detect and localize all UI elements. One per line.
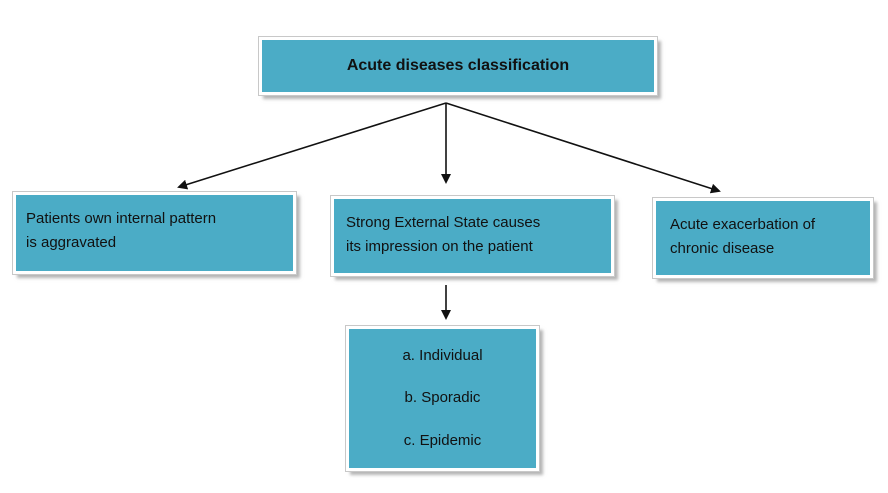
internal-pattern-line-1: Patients own internal pattern bbox=[26, 210, 217, 227]
chronic-exacerbation-box: Acute exacerbation of chronic disease bbox=[652, 197, 874, 279]
subtype-epidemic: c. Epidemic bbox=[403, 431, 482, 449]
arrow-to-left-box bbox=[177, 102, 447, 190]
external-state-line-2: its impression on the patient bbox=[346, 238, 533, 255]
external-state-box: Strong External State causes its impress… bbox=[330, 195, 615, 277]
chronic-exacerbation-line-2: chronic disease bbox=[670, 240, 775, 257]
external-state-line-1: Strong External State causes bbox=[346, 214, 541, 231]
internal-pattern-box: Patients own internal pattern is aggrava… bbox=[12, 191, 297, 275]
arrow-to-right-box bbox=[445, 102, 721, 194]
subtypes-box: a. Individual b. Sporadic c. Epidemic bbox=[345, 325, 540, 472]
title-box: Acute diseases classification bbox=[258, 36, 658, 96]
chronic-exacerbation-line-1: Acute exacerbation of bbox=[670, 216, 816, 233]
subtype-sporadic: b. Sporadic bbox=[404, 389, 481, 407]
internal-pattern-line-2: is aggravated bbox=[26, 234, 117, 251]
subtype-individual: a. Individual bbox=[402, 347, 483, 365]
title-text: Acute diseases classification bbox=[346, 57, 570, 74]
